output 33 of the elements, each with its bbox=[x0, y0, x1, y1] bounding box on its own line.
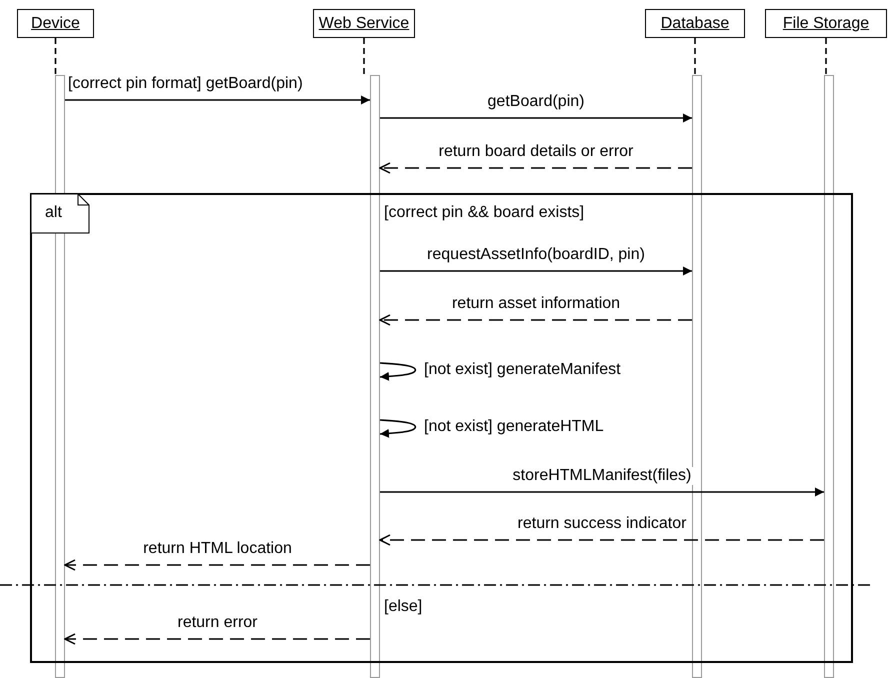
lifeline bbox=[363, 38, 365, 75]
message-arrow bbox=[380, 266, 692, 276]
guard-condition: [else] bbox=[382, 598, 424, 616]
return-message-arrow bbox=[64, 559, 370, 571]
self-message-arrow bbox=[380, 362, 416, 381]
self-message-arrow bbox=[380, 419, 416, 438]
activation-bar bbox=[824, 75, 834, 678]
activation-bar bbox=[370, 75, 380, 678]
participant-name: File Storage bbox=[782, 14, 870, 32]
activation-bar bbox=[692, 75, 702, 678]
message-label: [not exist] generateManifest bbox=[422, 361, 623, 379]
return-message-arrow bbox=[379, 314, 692, 326]
lifeline bbox=[694, 38, 696, 75]
participant-box bbox=[313, 9, 415, 38]
fragment-operator: alt bbox=[45, 204, 62, 222]
message-label: getBoard(pin) bbox=[486, 93, 586, 111]
message-arrow bbox=[65, 96, 370, 104]
message-arrow bbox=[380, 488, 824, 496]
participant-name: Device bbox=[31, 14, 80, 32]
participant-box bbox=[17, 9, 94, 38]
return-message-arrow bbox=[379, 534, 824, 546]
participant-box bbox=[645, 9, 745, 38]
lifeline bbox=[825, 38, 827, 75]
return-message-arrow bbox=[64, 633, 370, 645]
lifeline bbox=[54, 38, 56, 75]
participant-box bbox=[765, 9, 887, 38]
message-arrow bbox=[380, 114, 692, 122]
message-label: [correct pin format] getBoard(pin) bbox=[66, 75, 305, 93]
message-label: requestAssetInfo(boardID, pin) bbox=[425, 246, 647, 264]
message-label: [not exist] generateHTML bbox=[422, 418, 606, 436]
participant-name: Database bbox=[660, 14, 730, 32]
participant-name: Web Service bbox=[318, 14, 410, 32]
message-label: storeHTMLManifest(files) bbox=[510, 467, 694, 485]
